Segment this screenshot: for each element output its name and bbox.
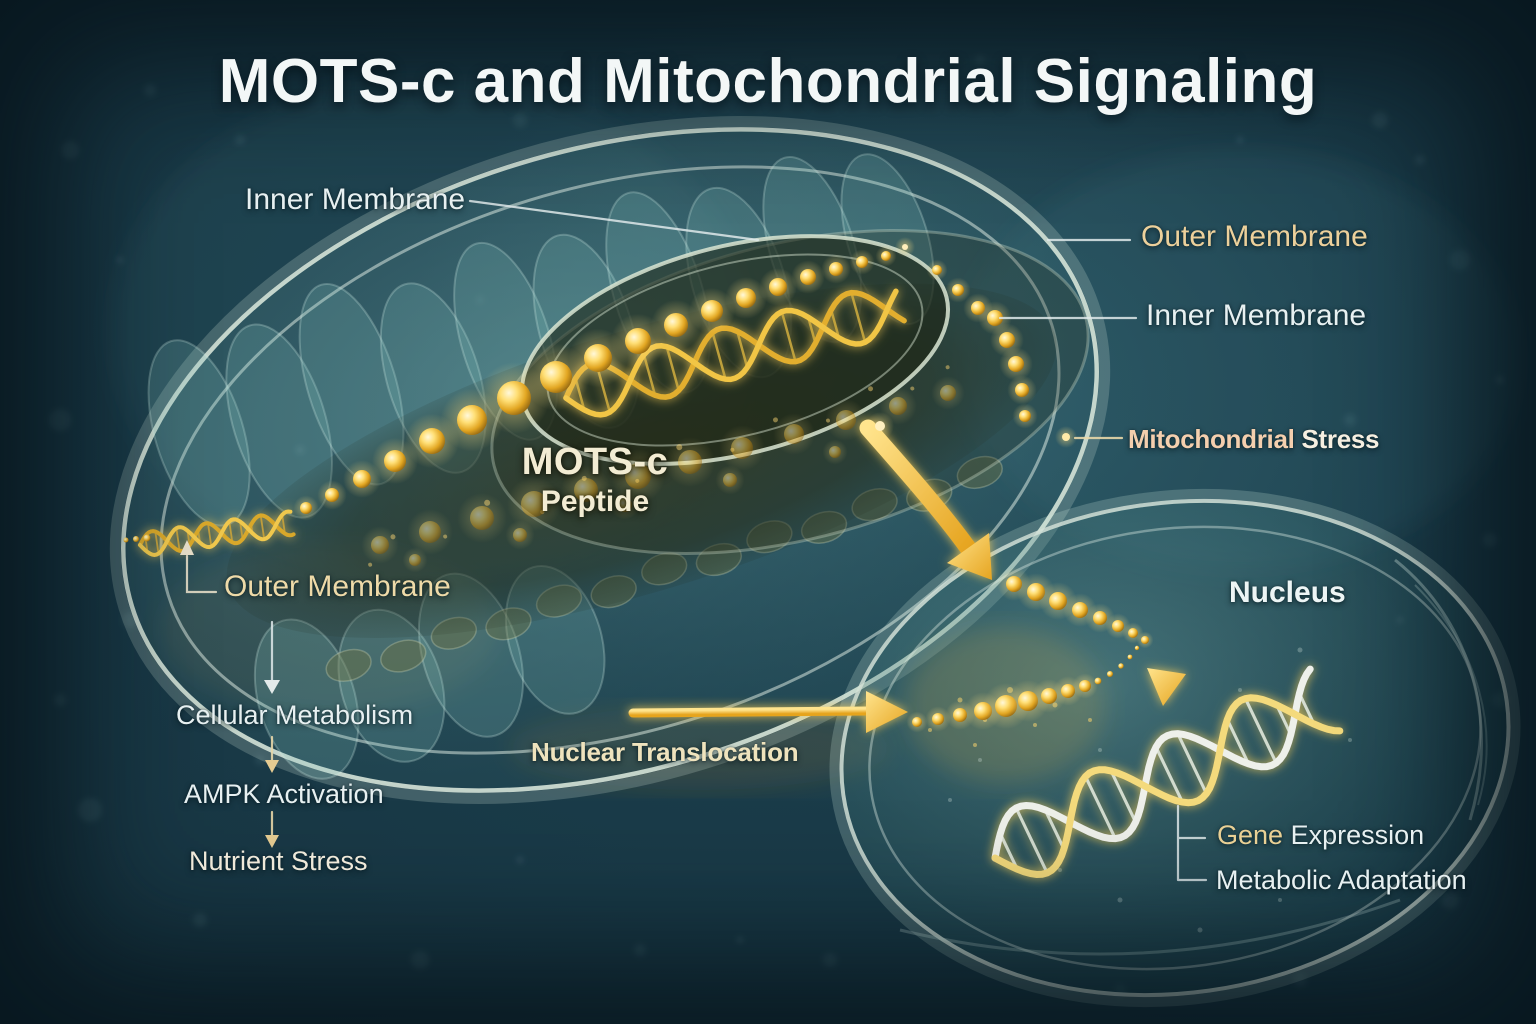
stress-to-nucleus-arrow: [859, 419, 977, 557]
arrowhead-down-white-icon: [264, 680, 280, 694]
left-bead-trail: [123, 534, 151, 543]
nucleus-entry-beads: [906, 673, 1098, 733]
label-nutrient-stress: Nutrient Stress: [189, 846, 368, 876]
sparks: [866, 237, 1077, 448]
nucleus-fold-2: [1414, 584, 1488, 806]
nuclear-translocation-arrow: [628, 706, 873, 718]
bracket-nucleus-outputs: [1176, 804, 1208, 882]
leader-inner-membrane-top: [468, 199, 760, 242]
matrix-outer-ring: [490, 229, 1090, 555]
page-title: MOTS-c and Mitochondrial Signaling: [218, 47, 1318, 116]
mtdna-helix: [563, 288, 907, 418]
nuclear-translocation-arrowhead: [866, 691, 908, 733]
mitochondrial-word: Mitochondrial: [1128, 424, 1295, 454]
nuclear-envelope-halo: [829, 488, 1521, 1008]
arrowhead-down-gold-1-icon: [265, 760, 279, 773]
mots-c-text: MOTS-c: [521, 441, 669, 483]
mots-c-helix-strand: [138, 509, 296, 558]
arrowhead-up-icon: [180, 540, 194, 555]
label-ampk-activation: AMPK Activation: [184, 779, 384, 809]
elbow-outer-membrane-left: [185, 554, 218, 594]
label-inner-membrane-top: Inner Membrane: [245, 183, 466, 216]
stress-word: Stress: [1301, 424, 1380, 454]
nucleus-bottom-fold: [899, 898, 1401, 956]
label-nucleus: Nucleus: [1229, 576, 1346, 609]
nuclear-envelope-inner: [868, 525, 1482, 971]
label-metabolic-adaptation: Metabolic Adaptation: [1216, 865, 1467, 895]
gold-arrows: [628, 419, 1186, 733]
nucleus-gold-dust: [905, 627, 1105, 783]
expression-word: Expression: [1290, 820, 1425, 850]
right-bead-trail: [926, 259, 1038, 429]
label-gene-expression: Gene Expression: [1217, 820, 1424, 851]
label-outer-membrane-left: Outer Membrane: [224, 570, 451, 603]
gene-word: Gene: [1217, 820, 1284, 850]
dotted-arc-trail: [1094, 645, 1140, 685]
peptide-text: Peptide: [540, 485, 650, 518]
nucleus-fold: [1394, 558, 1483, 821]
stress-to-nucleus-arrowhead: [947, 533, 992, 580]
label-cellular-metabolism: Cellular Metabolism: [176, 700, 414, 730]
label-nuclear-translocation: Nuclear Translocation: [531, 737, 799, 767]
nuclear-envelope: [839, 498, 1511, 998]
label-inner-membrane-right: Inner Membrane: [1146, 299, 1367, 332]
label-outer-membrane-right: Outer Membrane: [1141, 220, 1368, 253]
nucleus-organelle: [829, 488, 1521, 1008]
nucleus-gold-dots: [928, 687, 1092, 747]
label-mots-c-peptide: MOTS-c Peptide: [505, 440, 685, 520]
leader-lines: [270, 199, 1208, 882]
label-mitochondrial-stress: Mitochondrial Stress: [1128, 424, 1379, 455]
nucleus-entry-arrowhead: [1147, 668, 1186, 706]
post-arrow-beads: [997, 567, 1154, 649]
